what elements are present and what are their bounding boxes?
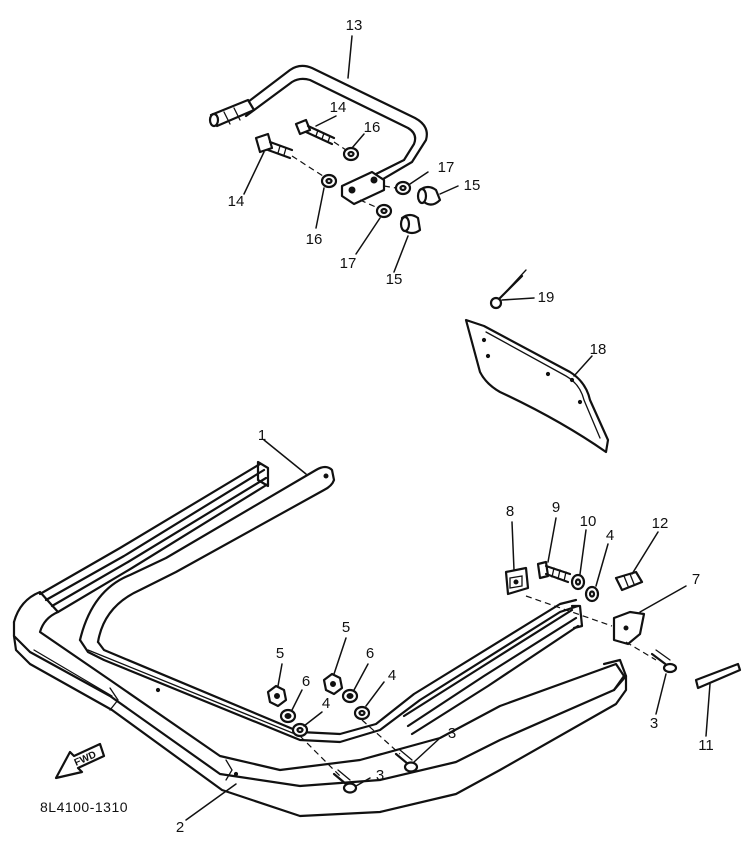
washer-4-center: [353, 705, 371, 721]
clip-8: [504, 566, 530, 596]
callout-5-left: 5: [276, 645, 284, 662]
bracket-7: [612, 610, 646, 646]
bolt-lower: [254, 132, 294, 160]
callout-14-upper: 14: [330, 99, 347, 116]
screw-3-right: [650, 649, 678, 674]
callout-5-center: 5: [342, 619, 350, 636]
callout-18: 18: [590, 341, 607, 358]
washer-4-right: [584, 585, 600, 603]
callout-3-center: 3: [448, 725, 456, 742]
callout-3-left: 3: [376, 767, 384, 784]
washer-10: [570, 573, 586, 591]
left-rail-strips: [38, 460, 270, 614]
callout-3-right: 3: [650, 715, 658, 732]
callout-15-upper: 15: [464, 177, 481, 194]
callout-8: 8: [506, 503, 514, 520]
callout-19: 19: [538, 289, 555, 306]
nut-5-left: [266, 684, 288, 708]
strip-11: [694, 662, 742, 690]
callout-4-left: 4: [322, 695, 330, 712]
right-rails: [402, 604, 628, 736]
cap-nut-upper: [416, 185, 442, 206]
washer-4-left: [291, 722, 309, 738]
grab-handle: [208, 64, 428, 206]
axis-line: [361, 719, 401, 755]
drawing-code: 8L4100-1310: [40, 799, 128, 815]
washer-17-lower: [375, 203, 393, 219]
callout-6-left: 6: [302, 673, 310, 690]
frame-bar: [78, 465, 580, 744]
callout-9: 9: [552, 499, 560, 516]
callout-11: 11: [698, 737, 714, 754]
washer-16-lower: [320, 173, 338, 189]
cap-nut-lower: [399, 213, 422, 235]
callout-6-center: 6: [366, 645, 374, 662]
washer-6-center: [341, 688, 359, 704]
bolt-9: [536, 560, 572, 584]
bumper-frame: [12, 590, 628, 818]
axis-line: [383, 185, 397, 189]
callout-7: 7: [692, 571, 700, 588]
callout-1: 1: [258, 427, 266, 444]
callout-4-center: 4: [388, 667, 396, 684]
callout-17-upper: 17: [438, 159, 455, 176]
fwd-arrow-icon: FWD: [54, 742, 106, 780]
callout-13: 13: [346, 17, 363, 34]
axis-line: [359, 199, 379, 209]
bolt-upper: [294, 118, 336, 146]
axis-line: [333, 141, 347, 151]
callout-15-lower: 15: [386, 271, 403, 288]
washer-17-upper: [394, 180, 412, 196]
callout-12: 12: [652, 515, 669, 532]
axis-line: [625, 641, 657, 661]
leader-lines: [185, 35, 711, 821]
callout-17-lower: 17: [340, 255, 357, 272]
callout-14-lower: 14: [228, 193, 245, 210]
axis-line: [291, 155, 327, 179]
callout-10: 10: [580, 513, 597, 530]
screw-3-left: [332, 769, 358, 794]
callout-16-lower: 16: [306, 231, 323, 248]
nut-5-center: [322, 672, 344, 696]
callout-labels: 13 14 14 16 16 17 17 15 15 19 18 1 2 8 9…: [176, 17, 714, 836]
screw-3-center: [394, 749, 419, 773]
fwd-label: FWD: [73, 749, 98, 768]
washer-6-left: [279, 708, 297, 724]
callout-16-upper: 16: [364, 119, 381, 136]
axis-line: [525, 595, 613, 627]
nut-12: [614, 570, 644, 592]
washer-16-upper: [342, 146, 360, 162]
callout-2: 2: [176, 819, 184, 836]
plate-screw: [489, 269, 527, 310]
callout-4-right: 4: [606, 527, 614, 544]
plate: [464, 318, 610, 454]
